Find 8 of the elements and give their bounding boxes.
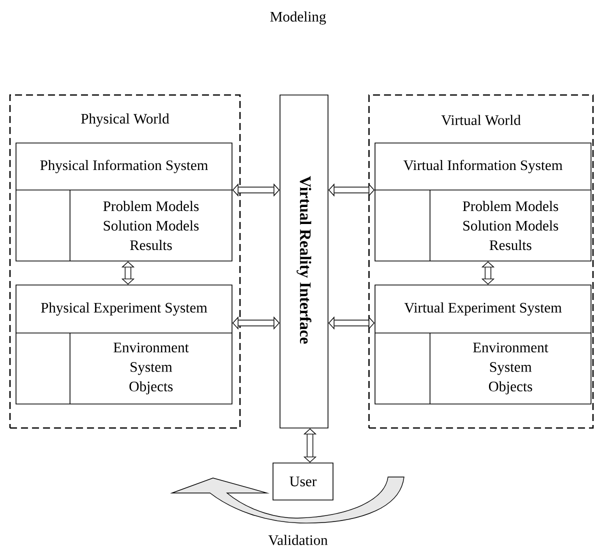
interface-bar: Virtual Reality Interface bbox=[280, 94, 328, 428]
system-box: Physical Experiment System Environment System Objects bbox=[16, 284, 232, 404]
system-box: Physical Information System Problem Models Solution Models Results bbox=[16, 142, 232, 262]
user-box: User bbox=[272, 462, 334, 500]
system-box: Virtual Information System Problem Models Solution Models Results bbox=[374, 142, 592, 262]
caption-text: Validation bbox=[268, 534, 328, 546]
caption-text: Modeling bbox=[270, 11, 326, 25]
system-box: Virtual Experiment System Environment System Objects bbox=[374, 284, 592, 404]
